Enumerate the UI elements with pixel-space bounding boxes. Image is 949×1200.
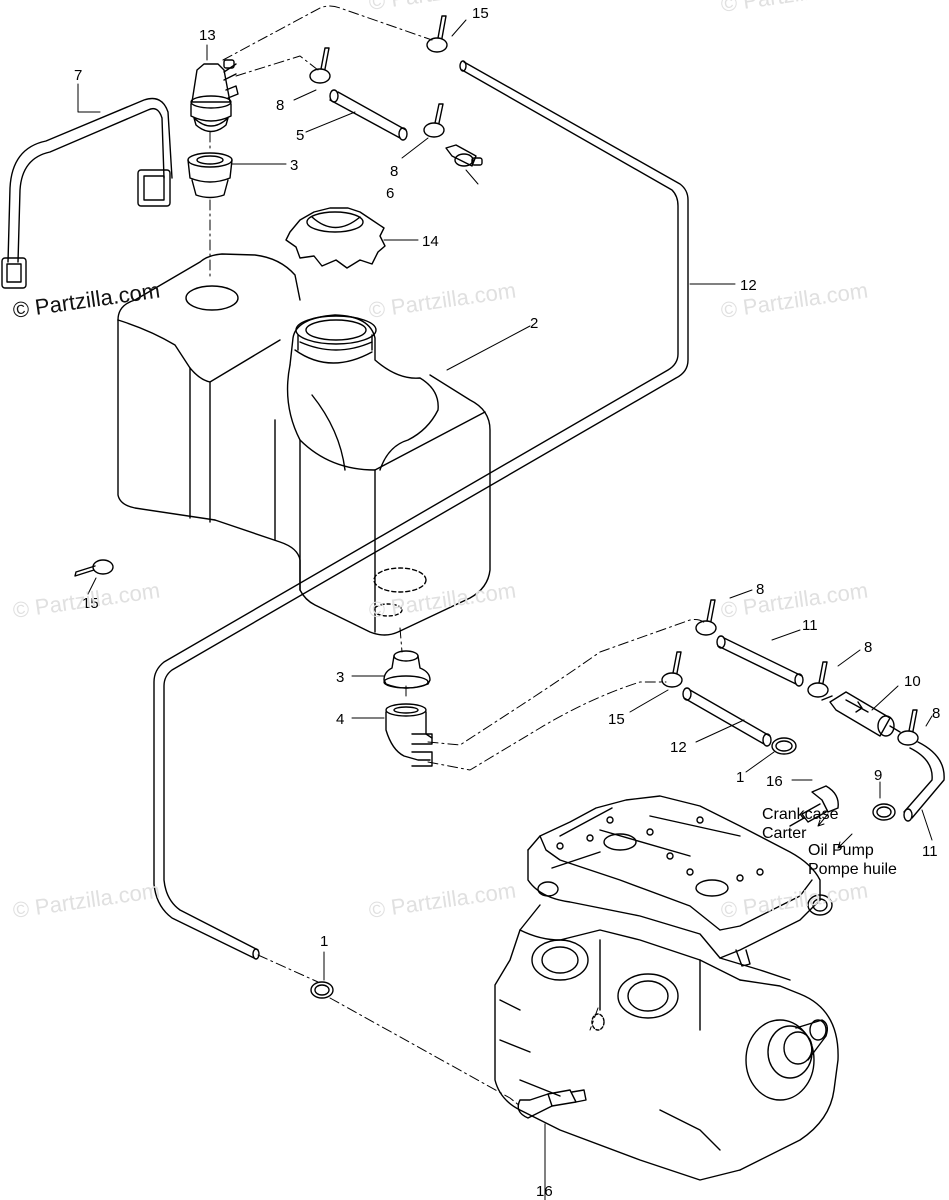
callout-13: 13 — [199, 27, 216, 44]
grommet-part-3-top — [187, 152, 233, 199]
hose-part-11-lower — [903, 741, 945, 822]
callout-16-lower: 16 — [536, 1183, 553, 1200]
callout-3-bottom: 3 — [336, 669, 344, 686]
callout-8-e: 8 — [932, 705, 940, 722]
callout-8-d: 8 — [864, 639, 872, 656]
callout-15-bottom: 15 — [608, 711, 625, 728]
callout-8-a: 8 — [276, 97, 284, 114]
callout-12-bottom: 12 — [670, 739, 687, 756]
callout-15-mid: 15 — [82, 595, 99, 612]
elbow-part-16-upper — [789, 785, 839, 827]
fitting-part-4 — [385, 703, 433, 767]
watermark: © Partzilla.com — [719, 878, 869, 923]
filter-part-10 — [821, 691, 901, 737]
clamp-part-15-lower — [661, 651, 683, 688]
vent-hose-part-12 — [153, 60, 689, 960]
callout-14: 14 — [422, 233, 439, 250]
strap-part-7 — [1, 97, 173, 289]
hose-part-5 — [329, 89, 408, 141]
hose-part-11-upper — [716, 635, 804, 687]
clamp-part-15-top — [426, 15, 448, 53]
label-crankcase: Crankcase — [762, 806, 839, 823]
check-valve-part-6 — [445, 144, 483, 167]
engine-block — [494, 795, 839, 1181]
clamp-part-15-loose — [74, 559, 114, 577]
callout-12-top: 12 — [740, 277, 757, 294]
callout-3-top: 3 — [290, 157, 298, 174]
callout-8-c: 8 — [756, 581, 764, 598]
oil-tank-part-2 — [117, 253, 491, 636]
watermark: © Partzilla.com — [367, 0, 517, 15]
clamp-part-8-b — [423, 103, 445, 138]
callout-1-lower: 1 — [320, 933, 328, 950]
routing-dashed-lines — [209, 5, 707, 1107]
watermark: © Partzilla.com — [367, 878, 517, 923]
watermark: © Partzilla.com — [11, 878, 161, 923]
vent-fitting-part-13 — [190, 59, 239, 133]
clamp-part-8-a — [309, 47, 331, 84]
watermark: © Partzilla.com — [367, 278, 517, 323]
callout-7: 7 — [74, 67, 82, 84]
clamp-part-9 — [872, 803, 896, 821]
cap-part-14 — [285, 207, 386, 269]
callout-16-upper: 16 — [766, 773, 783, 790]
callout-2: 2 — [530, 315, 538, 332]
callout-5: 5 — [296, 127, 304, 144]
callout-6: 6 — [386, 185, 394, 202]
watermark: © Partzilla.com — [367, 578, 517, 623]
label-carter: Carter — [762, 825, 807, 842]
hose-part-12-lower — [682, 687, 772, 747]
watermark: © Partzilla.com — [11, 578, 161, 623]
callout-9: 9 — [874, 767, 882, 784]
callout-11-top: 11 — [802, 617, 818, 634]
callout-8-b: 8 — [390, 163, 398, 180]
clamp-part-1-lower — [310, 981, 334, 999]
label-pompe-huile: Pompe huile — [808, 861, 897, 878]
callout-11-bottom: 11 — [922, 843, 938, 860]
elbow-part-16-lower — [517, 1089, 587, 1119]
watermark: © Partzilla.com — [719, 578, 869, 623]
label-oil-pump: Oil Pump — [808, 842, 874, 859]
callout-1-upper: 1 — [736, 769, 744, 786]
callout-15-top: 15 — [472, 5, 489, 22]
callout-10: 10 — [904, 673, 921, 690]
callout-leader-lines — [77, 19, 933, 1200]
clamp-part-8-d — [807, 661, 829, 698]
clamp-part-8-c — [695, 599, 717, 636]
clamp-part-8-e — [897, 709, 919, 746]
watermark: © Partzilla.com — [719, 0, 869, 17]
grommet-part-3-bottom — [383, 650, 431, 689]
clamp-part-1-upper — [771, 737, 797, 755]
callout-4: 4 — [336, 711, 344, 728]
watermark-dark: © Partzilla.com — [11, 278, 161, 323]
